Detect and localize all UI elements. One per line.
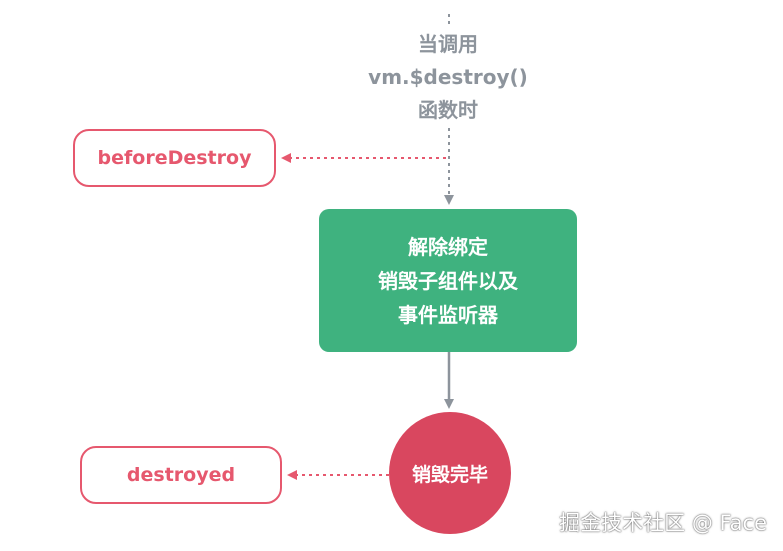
destroyed-hook: destroyed	[80, 446, 282, 504]
trigger-line-2: vm.$destroy()	[368, 65, 528, 89]
before-destroy-label: beforeDestroy	[97, 147, 252, 169]
watermark: 掘金技术社区 @ Face	[559, 511, 767, 535]
destroyed-label: destroyed	[126, 464, 236, 486]
process-line-2: 销毁子组件以及	[378, 268, 518, 293]
destroy-complete-node: 销毁完毕	[389, 412, 511, 534]
destroy-complete-label: 销毁完毕	[411, 463, 488, 486]
process-line-3: 事件监听器	[398, 302, 498, 327]
teardown-process-box: 解除绑定 销毁子组件以及 事件监听器	[319, 209, 577, 352]
trigger-label: 当调用 vm.$destroy() 函数时	[340, 28, 556, 127]
trigger-line-3: 函数时	[418, 98, 478, 122]
before-destroy-hook: beforeDestroy	[73, 129, 276, 187]
process-line-1: 解除绑定	[408, 234, 488, 259]
trigger-line-1: 当调用	[418, 32, 478, 56]
